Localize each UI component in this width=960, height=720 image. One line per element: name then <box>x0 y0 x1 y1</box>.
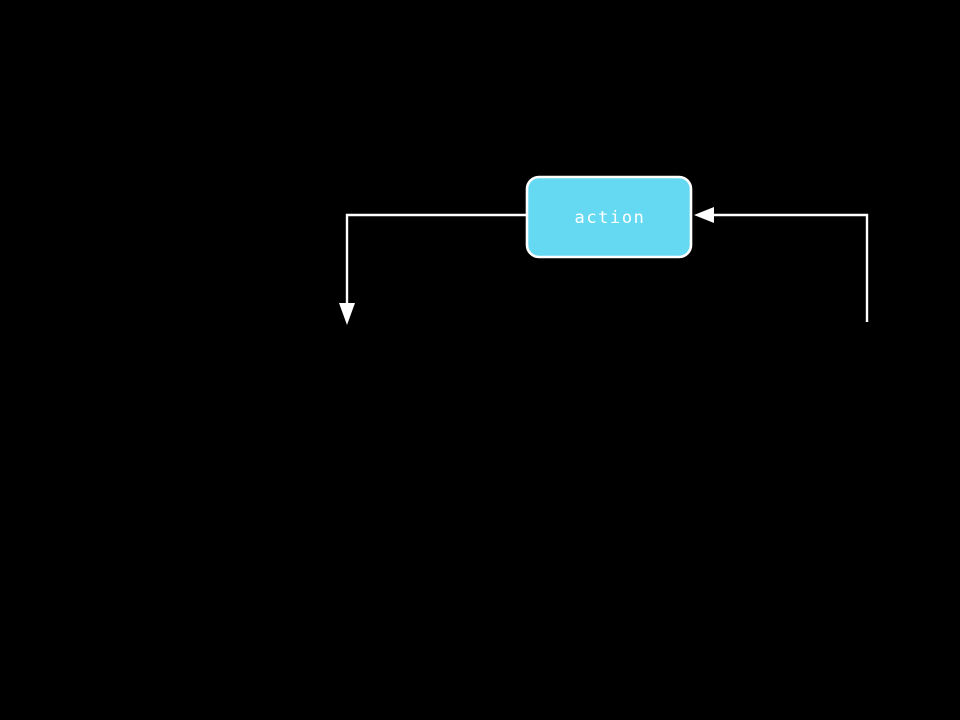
edge-action-out-left[interactable] <box>339 213 527 325</box>
edge-line-out-left <box>345 213 527 303</box>
node-action[interactable]: action <box>525 175 693 259</box>
edge-action-in-right[interactable] <box>694 207 869 322</box>
node-action-shape <box>525 175 693 259</box>
arrowhead-down-icon <box>339 303 355 325</box>
edge-line-in-right <box>714 213 869 322</box>
node-action-label: action <box>574 208 645 228</box>
arrowhead-left-icon <box>694 207 714 223</box>
